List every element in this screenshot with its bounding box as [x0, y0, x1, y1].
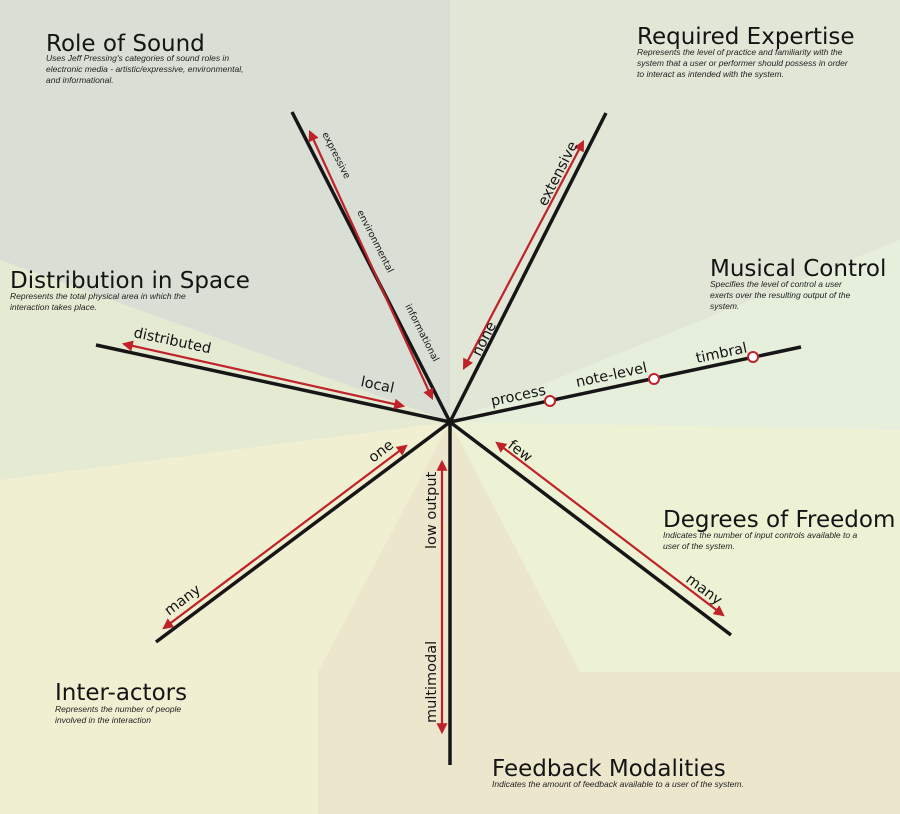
desc-degrees-of-freedom-1: Indicates the number of input controls a…: [663, 530, 857, 540]
marker-timbral: [747, 351, 759, 363]
desc-feedback-modalities-1: Indicates the amount of feedback availab…: [492, 779, 744, 789]
range-inter-actors: [162, 444, 408, 630]
range-role-of-sound: [308, 130, 434, 400]
label-multimodal: multimodal: [424, 641, 440, 723]
desc-required-expertise-2: system that a user or performer should p…: [637, 58, 849, 68]
section-feedback-modalities: Feedback Modalities Indicates the amount…: [492, 756, 744, 789]
label-low-output: low output: [424, 471, 440, 549]
marker-note-level: [648, 373, 660, 385]
section-required-expertise: Required Expertise Represents the level …: [637, 24, 855, 79]
section-musical-control: Musical Control Specifies the level of c…: [710, 256, 886, 311]
title-role-of-sound: Role of Sound: [46, 31, 205, 57]
desc-role-of-sound-3: and informational.: [46, 75, 114, 85]
range-distribution-in-space: [121, 340, 406, 410]
musical-control-markers: [544, 351, 759, 407]
section-inter-actors: Inter-actors Represents the number of pe…: [55, 680, 187, 725]
desc-distribution-in-space-2: interaction takes place.: [10, 302, 97, 312]
marker-process: [544, 395, 556, 407]
desc-role-of-sound-1: Uses Jeff Pressing's categories of sound…: [46, 53, 229, 63]
section-degrees-of-freedom: Degrees of Freedom Indicates the number …: [663, 507, 895, 551]
section-role-of-sound: Role of Sound Uses Jeff Pressing's categ…: [46, 31, 243, 85]
desc-required-expertise-1: Represents the level of practice and fam…: [637, 47, 843, 57]
range-indicators: [121, 130, 725, 735]
range-required-expertise: [462, 140, 585, 370]
desc-inter-actors-1: Represents the number of people: [55, 704, 181, 714]
title-feedback-modalities: Feedback Modalities: [492, 756, 726, 782]
axis-musical-control: [449, 345, 802, 424]
label-local: local: [359, 374, 395, 397]
title-musical-control: Musical Control: [710, 256, 886, 282]
desc-musical-control-3: system.: [710, 301, 739, 311]
desc-distribution-in-space-1: Represents the total physical area in wh…: [10, 291, 186, 301]
title-degrees-of-freedom: Degrees of Freedom: [663, 507, 895, 533]
desc-inter-actors-2: involved in the interaction: [55, 715, 151, 725]
title-required-expertise: Required Expertise: [637, 24, 855, 50]
desc-musical-control-1: Specifies the level of control a user: [710, 279, 843, 289]
range-degrees-of-freedom: [495, 441, 725, 617]
section-distribution-in-space: Distribution in Space Represents the tot…: [10, 268, 250, 312]
title-inter-actors: Inter-actors: [55, 680, 187, 706]
title-distribution-in-space: Distribution in Space: [10, 268, 250, 294]
desc-degrees-of-freedom-2: user of the system.: [663, 541, 735, 551]
desc-required-expertise-3: to interact as intended with the system.: [637, 69, 784, 79]
desc-role-of-sound-2: electronic media - artistic/expressive, …: [46, 64, 243, 74]
desc-musical-control-2: exerts over the resulting output of the: [710, 290, 851, 300]
